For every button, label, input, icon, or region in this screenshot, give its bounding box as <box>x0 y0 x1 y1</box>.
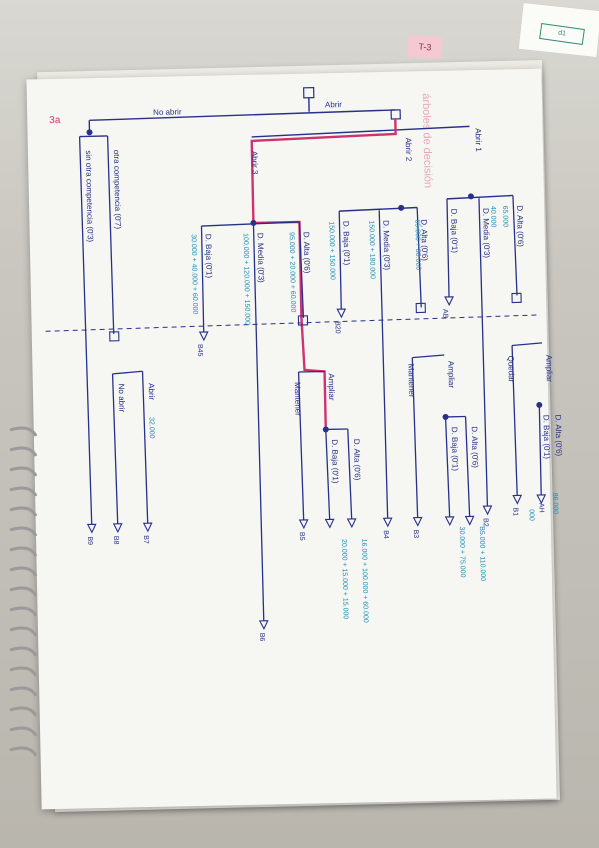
no-abrir-without-comp: sin otra competencia (0'3) <box>84 150 95 242</box>
end-label-b3: B3 <box>412 530 419 539</box>
abrir2-label: Abrir 2 <box>404 138 414 162</box>
abrir1-high-val: 65.000 <box>501 206 508 228</box>
end-label-b9: B9 <box>86 536 93 545</box>
abrir3-expand: Ampliar <box>327 373 337 401</box>
abrir2-cost: 65.000 + 80.000 <box>413 219 421 270</box>
abrir2-low-end: B20 <box>334 321 341 334</box>
abrir3-low-val: 30.000 + 40.000 + 60.000 <box>190 234 199 314</box>
no-abrir-open-val: 32.000 <box>147 417 154 439</box>
abrir1-medium: D. Media (0'3) <box>481 208 491 259</box>
abrir3-high: D. Alta (0'6) <box>302 232 312 274</box>
abrir1-expand-val-a: 86.000 <box>551 493 558 515</box>
abrir2-low-val: 150.000 + 150.000 <box>327 221 335 280</box>
end-label-b6: B6 <box>258 633 265 642</box>
abrir2-stay: Mantener <box>406 364 416 398</box>
end-label-b2: B2 <box>482 518 489 527</box>
abrir2-low: D. Baja (0'1) <box>341 221 351 266</box>
abrir1-expand-val-b: AH <box>537 503 544 513</box>
abrir1-cost: 40.000 <box>489 206 496 228</box>
abrir1-low: D. Baja (0'1) <box>449 209 459 254</box>
abrir2-expand-val-high: B5.000 + 110.000 <box>478 526 486 581</box>
abrir3-expand-val-low: 20.000 + 15.000 + 15.000 <box>340 539 349 619</box>
end-label-b7: B7 <box>142 535 149 544</box>
abrir1-label: Abrir 1 <box>474 128 484 152</box>
root-branch-line <box>89 109 396 122</box>
spiral-binding <box>9 426 38 757</box>
heading: árboles de decisión <box>420 93 434 188</box>
abrir1-stay: Quedar <box>506 355 516 382</box>
abrir1-expand-val-c: 000 <box>528 509 535 521</box>
abrir1-low-end: AB <box>441 309 448 319</box>
end-label-b8: B8 <box>112 536 119 545</box>
abrir3-high-val: 95.000 + 20.000 + 60.000 <box>288 232 297 312</box>
abrir3-medium-val: 100.000 + 120.000 + 150.000 <box>242 233 251 325</box>
abrir2-expand-high: D. Alta (0'6) <box>470 426 480 468</box>
abrir3-low: D. Baja (0'1) <box>204 234 214 279</box>
end-nodes <box>86 494 547 631</box>
no-abrir-open: Abrir <box>147 383 156 400</box>
abrir2-high: D. Alta (0'6) <box>419 219 429 261</box>
abrir2-expand-low: D. Baja (0'1) <box>450 427 460 472</box>
dashed-divider <box>45 314 538 332</box>
root-decision-node <box>303 87 315 99</box>
abrir3-expand-low: D. Baja (0'1) <box>330 439 340 484</box>
abrir1-expand-high: D. Alta (0'6) <box>554 414 564 456</box>
abrir1-expand-low: D. Baja (0'1) <box>542 415 552 460</box>
end-label-b5: B5 <box>298 532 305 541</box>
abrir3-expand-high: D. Alta (0'6) <box>352 439 362 481</box>
abrir3-expand-val-high: 16.000 + 100.000 + 60.000 <box>360 539 369 623</box>
no-abrir-label: No abrir <box>153 107 182 117</box>
abrir2-expand: Ampliar <box>446 361 456 389</box>
end-label-b4: B4 <box>382 530 389 539</box>
abrir2-expand-val-low: 30.000 + 75.000 <box>458 527 466 578</box>
abrir3-low-end: B45 <box>196 344 203 357</box>
abrir3-stay: Mantener <box>293 382 303 416</box>
page-label: 3a <box>49 115 61 126</box>
no-abrir-with-comp: otra competencia (0'7) <box>112 150 123 230</box>
abrir-label: Abrir <box>325 100 342 109</box>
optimal-path <box>250 118 397 430</box>
abrir3-medium: D. Media (0'3) <box>256 233 266 284</box>
end-label-b1: B1 <box>511 507 518 516</box>
abrir1-high: D. Alta (0'6) <box>515 205 525 247</box>
abrir1-expand: Ampliar <box>544 355 554 383</box>
abrir2-medium-val: 150.000 + 180.000 <box>367 220 375 279</box>
abrir3-label: Abrir 3 <box>250 151 260 175</box>
abrir-decision-node <box>390 109 401 120</box>
no-abrir-no-open: No abrir <box>117 384 127 413</box>
abrir2-medium: D. Media (0'3) <box>381 220 391 271</box>
